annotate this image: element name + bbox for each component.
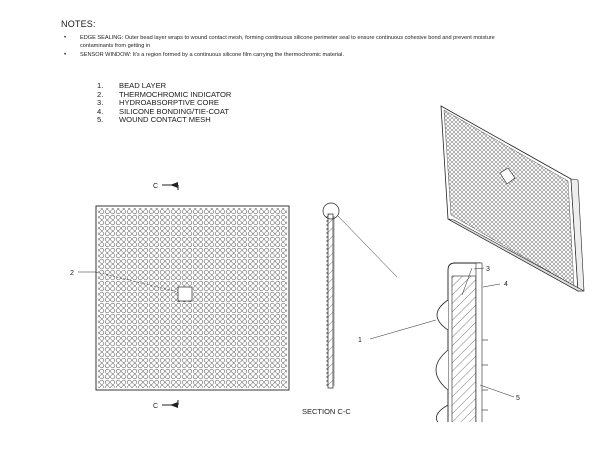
parts-list-item: 2. THERMOCHROMIC INDICATOR — [97, 89, 232, 100]
parts-list-item: 1. BEAD LAYER — [97, 81, 231, 91]
section-marker-bottom-label: C — [153, 403, 158, 410]
part-number: 5. — [97, 115, 104, 125]
part-number: 2. — [97, 89, 104, 99]
bullet-icon: • — [64, 52, 67, 58]
note-sensor-window-text: SENSOR WINDOW: It's a region formed by a… — [80, 52, 344, 58]
part-name: BEAD LAYER — [119, 81, 167, 90]
part-name: THERMOCHROMIC INDICATOR — [119, 89, 232, 99]
side-section-view: SECTION C-C — [302, 202, 398, 416]
detail-circle — [322, 202, 340, 220]
parts-list: 1. BEAD LAYER 2. THERMOCHROMIC INDICATOR 3… — [97, 81, 232, 125]
isometric-view — [440, 105, 585, 292]
bullet-icon: • — [64, 35, 67, 41]
parts-list-item: 4. SILICONE BONDING/TIE-COAT — [97, 106, 231, 117]
part-name: WOUND CONTACT MESH — [119, 115, 211, 125]
section-marker-top: C — [153, 182, 179, 190]
front-view: 2 — [70, 205, 290, 391]
sensor-window-front — [177, 286, 193, 302]
callout-5: 5 — [516, 395, 520, 402]
part-number: 1. — [97, 81, 104, 90]
section-marker-top-label: C — [153, 183, 158, 190]
callout-4: 4 — [504, 281, 508, 288]
detail-callouts: 3 4 1 5 — [358, 266, 520, 402]
callout-1: 1 — [358, 337, 362, 344]
part-name: SILICONE BONDING/TIE-COAT — [119, 106, 229, 116]
part-number: 3. — [97, 98, 104, 108]
note-sensor-window: • SENSOR WINDOW: It's a region formed by… — [64, 52, 500, 60]
part-name: HYDROABSORPTIVE CORE — [119, 98, 220, 108]
part-number: 4. — [97, 106, 104, 116]
section-marker-bottom: C — [153, 400, 179, 410]
detail-view — [435, 262, 488, 422]
callout-2: 2 — [70, 270, 74, 277]
callout-3: 3 — [486, 266, 490, 273]
sensor-window-iso — [499, 167, 516, 185]
parts-list-item: 3. HYDROABSORPTIVE CORE — [97, 98, 231, 108]
notes-title: NOTES: — [61, 19, 96, 29]
section-label: SECTION C-C — [302, 407, 351, 416]
note-edge-sealing-text: EDGE SEALING: Outer bead layer wraps to … — [80, 35, 495, 49]
note-edge-sealing: • EDGE SEALING: Outer bead layer wraps t… — [64, 35, 500, 50]
parts-list-item: 5. WOUND CONTACT MESH — [97, 116, 231, 125]
